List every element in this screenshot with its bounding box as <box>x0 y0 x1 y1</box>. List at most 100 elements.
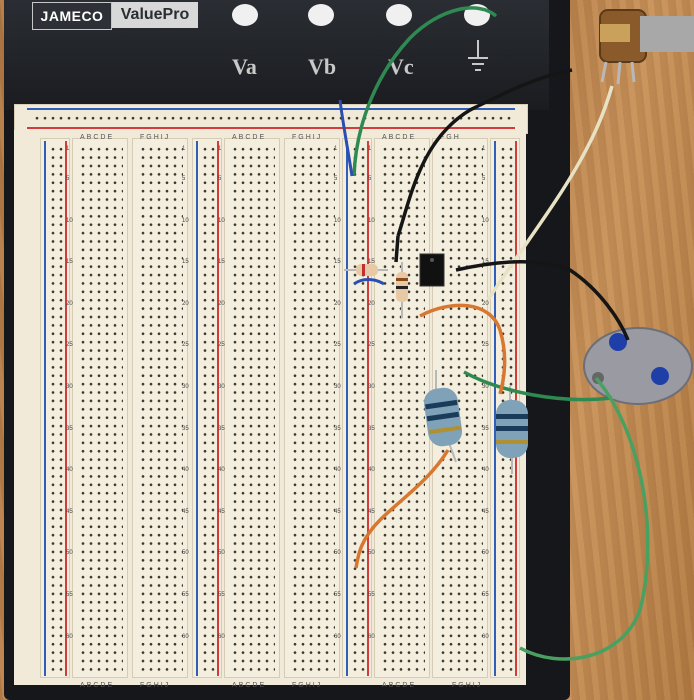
column-letters: ABCDE <box>232 134 267 141</box>
wire-blue <box>338 99 354 177</box>
ground-icon <box>468 40 488 71</box>
row-number: 55 <box>368 592 375 598</box>
row-number: 45 <box>368 508 375 515</box>
column-letters: ABCDE <box>382 682 417 689</box>
row-number: 20 <box>66 300 73 307</box>
row-number: 60 <box>334 633 341 640</box>
row-number: 40 <box>218 467 225 474</box>
power-rail-3 <box>342 138 372 678</box>
row-number: 50 <box>334 550 341 557</box>
terminal-strip-3 <box>224 138 280 678</box>
row-number: 30 <box>66 384 73 390</box>
row-number: 15 <box>334 259 341 266</box>
row-number: 50 <box>482 550 489 557</box>
potentiometer <box>599 9 694 85</box>
resistor-small <box>344 264 388 276</box>
row-number: 55 <box>66 592 73 598</box>
row-number: 15 <box>66 259 73 266</box>
power-rail-1 <box>40 138 70 678</box>
row-number: 45 <box>334 508 341 515</box>
jameco-logo: JAMECO <box>32 2 112 30</box>
row-number: 50 <box>182 550 189 557</box>
resistor-large <box>423 370 463 463</box>
row-number: 1 <box>482 146 486 152</box>
row-number: 35 <box>334 425 341 432</box>
column-letters: FGHIJ <box>140 134 171 141</box>
row-number: 10 <box>182 217 189 224</box>
row-number: 20 <box>368 300 375 307</box>
row-number: 20 <box>182 300 189 307</box>
row-number: 45 <box>218 508 225 515</box>
terminal-strip-1 <box>72 138 128 678</box>
row-number: 50 <box>368 550 375 557</box>
terminal-strip-4 <box>284 138 340 678</box>
row-number: 10 <box>66 217 73 224</box>
binding-post-hole-vc <box>386 4 412 26</box>
column-letters: FGHIJ <box>452 682 483 689</box>
terminal-label-va: Va <box>232 54 257 79</box>
row-number: 10 <box>218 217 225 224</box>
wire-cream <box>486 85 614 301</box>
terminal-label-vb: Vb <box>308 54 337 79</box>
row-number: 25 <box>334 342 341 349</box>
row-number: 15 <box>218 259 225 266</box>
row-number: 50 <box>66 550 73 557</box>
row-number: 25 <box>368 342 375 349</box>
row-number: 20 <box>334 300 341 307</box>
row-number: 5 <box>334 176 338 182</box>
row-number: 15 <box>368 259 375 266</box>
row-number: 45 <box>66 508 73 515</box>
valuepro-logo: ValuePro <box>112 2 198 28</box>
column-letters: FGH <box>440 134 461 141</box>
row-number: 5 <box>182 176 186 182</box>
row-number: 35 <box>368 425 375 432</box>
row-number: 20 <box>482 300 489 307</box>
row-number: 35 <box>218 425 225 432</box>
row-number: 15 <box>182 259 189 266</box>
wire-green <box>519 376 650 661</box>
row-number: 50 <box>218 550 225 557</box>
row-number: 40 <box>182 467 189 474</box>
row-number: 5 <box>66 176 70 182</box>
binding-post-hole-vb <box>308 4 334 26</box>
row-number: 35 <box>482 425 489 432</box>
terminal-strip-2 <box>132 138 188 678</box>
wire-green <box>352 6 498 177</box>
power-transistor <box>583 327 693 405</box>
column-letters: ABCDE <box>232 682 267 689</box>
row-number: 60 <box>66 633 73 640</box>
row-number: 1 <box>66 146 70 152</box>
row-number: 10 <box>368 217 375 224</box>
row-number: 30 <box>218 384 225 390</box>
row-number: 5 <box>482 176 486 182</box>
wire-black <box>455 260 630 341</box>
binding-post-hole-va <box>232 4 258 26</box>
column-letters: ABCDE <box>80 682 115 689</box>
row-number: 5 <box>218 176 222 182</box>
wire-orange <box>354 449 450 569</box>
wire-black <box>396 68 573 237</box>
row-number: 60 <box>482 633 489 640</box>
row-number: 30 <box>482 384 489 390</box>
row-number: 25 <box>482 342 489 349</box>
row-number: 30 <box>334 384 341 390</box>
row-number: 45 <box>482 508 489 515</box>
row-number: 30 <box>368 384 375 390</box>
resistor-small <box>396 262 408 318</box>
row-number: 25 <box>66 342 73 349</box>
row-number: 5 <box>368 176 372 182</box>
row-number: 10 <box>482 217 489 224</box>
row-number: 55 <box>334 592 341 598</box>
column-letters: ABCDE <box>382 134 417 141</box>
column-letters: ABCDE <box>80 134 115 141</box>
row-number: 40 <box>482 467 489 474</box>
power-rail-2 <box>192 138 222 678</box>
row-number: 60 <box>218 633 225 640</box>
column-letters: FGHIJ <box>292 134 323 141</box>
wire-orange <box>419 303 507 395</box>
row-number: 20 <box>218 300 225 307</box>
row-number: 40 <box>334 467 341 474</box>
row-number: 55 <box>182 592 189 598</box>
terminal-strip-5 <box>374 138 430 678</box>
